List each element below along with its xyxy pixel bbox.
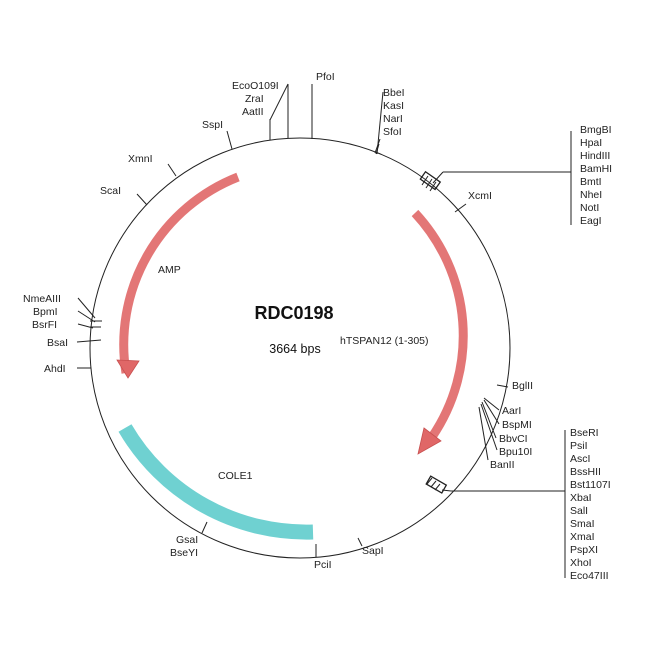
site-xmni: XmnI <box>128 153 153 165</box>
xcmi-tick <box>454 203 467 213</box>
mcs-upper-site: NheI <box>580 189 602 201</box>
mcs-lower-site: XhoI <box>570 557 592 569</box>
site-sapi: SapI <box>362 545 384 557</box>
mcs-lower-site: PsiI <box>570 440 588 452</box>
site-xcmi: XcmI <box>468 190 492 202</box>
mcs-upper-mark-2 <box>425 178 433 189</box>
scai-tick <box>136 193 148 206</box>
site-bpu10i: Bpu10I <box>499 446 532 458</box>
mcs-upper-site: BmtI <box>580 176 602 188</box>
mcs-upper-site: BmgBI <box>580 124 612 136</box>
mcs-lower-site: XmaI <box>570 531 595 543</box>
mcs-lower-mark-2 <box>430 480 437 488</box>
mcs-lower-mark-1 <box>426 477 433 485</box>
cole1-feature-label: COLE1 <box>218 470 253 482</box>
ecoo109i-leader <box>269 83 289 121</box>
site-ahdi: AhdI <box>44 363 66 375</box>
bpmi-leader <box>77 310 96 323</box>
site-scai: ScaI <box>100 185 121 197</box>
mcs-upper-site: HindIII <box>580 150 610 162</box>
bspmi-leader <box>483 399 500 425</box>
mcs-lower-site: XbaI <box>570 492 592 504</box>
plasmid-backbone <box>89 137 511 559</box>
banii-leader <box>478 406 489 461</box>
site-bseyi: BseYI <box>170 547 198 559</box>
amp-feature-label: AMP <box>158 264 181 276</box>
xmni-tick <box>167 163 177 177</box>
bpu10i-leader <box>480 403 498 451</box>
mcs-lower-site: SalI <box>570 505 588 517</box>
site-nari: NarI <box>383 113 403 125</box>
bbei-cut <box>375 143 380 155</box>
mcs-upper-site: NotI <box>580 202 599 214</box>
aari-leader <box>483 397 500 411</box>
gsai-tick <box>201 521 208 534</box>
plasmid-size: 3664 bps <box>269 342 320 356</box>
mcs-lower-site: BssHII <box>570 466 601 478</box>
sfoi-tick <box>374 138 381 154</box>
mcs-upper-cluster <box>419 170 442 191</box>
mcs-lower-cluster <box>425 475 448 494</box>
site-ecoo109i: EcoO109I <box>232 80 279 92</box>
nmeaiii-leader <box>77 297 96 319</box>
insert-feature-arrow <box>411 209 468 440</box>
site-bbei: BbeI <box>383 87 405 99</box>
site-kasi: KasI <box>383 100 404 112</box>
amp-arrowhead <box>116 359 140 379</box>
mcs-lower-site: AscI <box>570 453 590 465</box>
mcs-lower-site: Eco47III <box>570 570 609 582</box>
bglii-tick <box>496 384 509 388</box>
mcs-upper-leader <box>432 171 444 184</box>
site-gsai: GsaI <box>176 534 198 546</box>
mcs-upper-site: BamHI <box>580 163 612 175</box>
site-zrai: ZraI <box>245 93 264 105</box>
site-sfoi: SfoI <box>383 126 402 138</box>
mcs-lower-leader <box>441 489 452 492</box>
plasmid-name: RDC0198 <box>254 303 333 323</box>
site-bsrfi: BsrFI <box>32 319 57 331</box>
site-aari: AarI <box>502 405 521 417</box>
mcs-lower-mark-3 <box>434 483 441 491</box>
site-sspi: SspI <box>202 119 223 131</box>
amp-feature-arrow <box>119 172 240 374</box>
site-nmeaiii: NmeAIII <box>23 293 61 305</box>
bsai-tick <box>76 339 102 343</box>
site-pcii: PciI <box>314 559 332 571</box>
site-bbvci: BbvCI <box>499 433 528 445</box>
site-banii: BanII <box>490 459 515 471</box>
mcs-lower-site: BseRI <box>570 427 599 439</box>
mcs-upper-site: HpaI <box>580 137 602 149</box>
site-bpmi: BpmI <box>33 306 58 318</box>
mcs-lower-site: PspXI <box>570 544 598 556</box>
cole1-feature <box>118 424 314 540</box>
site-bspmi: BspMI <box>502 419 532 431</box>
sspi-tick <box>226 130 233 150</box>
mcs-upper-mark-1 <box>421 175 429 186</box>
bbvci-leader <box>481 401 497 439</box>
mcs-upper-mark-3 <box>429 181 437 192</box>
mcs-lower-site: Bst1107I <box>570 479 611 491</box>
insert-feature-label: hTSPAN12 (1-305) <box>340 335 429 347</box>
site-bsai: BsaI <box>47 337 68 349</box>
sapi-tick <box>357 537 363 547</box>
site-aatii: AatII <box>242 106 264 118</box>
mcs-lower-site: SmaI <box>570 518 595 530</box>
insert-arrowhead <box>417 427 442 455</box>
site-pfoi: PfoI <box>316 71 335 83</box>
site-bglii: BglII <box>512 380 533 392</box>
mcs-upper-site: EagI <box>580 215 602 227</box>
